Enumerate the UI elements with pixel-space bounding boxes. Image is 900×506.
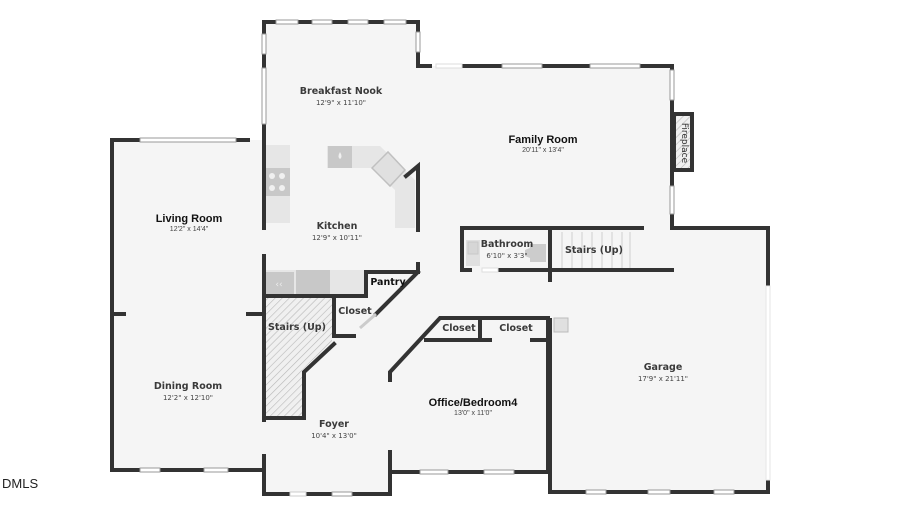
room-dimensions: 17'9" x 21'11"	[637, 375, 689, 383]
fireplace-label: Fireplace	[679, 122, 689, 164]
bathroom-fixtures	[466, 240, 546, 266]
room-label-breakfast-nook: Breakfast Nook 12'9" x 11'10"	[300, 86, 382, 108]
room-name: Family Room	[508, 134, 578, 146]
stairs-left-hatch	[264, 298, 332, 418]
kitchen-counters: ‹‹	[264, 145, 415, 294]
room-label-pantry: Pantry	[370, 277, 405, 289]
room-name: Foyer	[319, 419, 349, 430]
room-dimensions: 12'9" x 11'10"	[315, 99, 367, 107]
room-name: Closet	[442, 323, 476, 334]
garage-utility-box	[553, 317, 569, 333]
room-dimensions: 12'2" x 12'10"	[162, 394, 214, 402]
room-dimensions: 12'9" x 10'11"	[311, 234, 363, 242]
room-label-garage: Garage 17'9" x 21'11"	[638, 362, 688, 384]
room-label-dining-room: Dining Room 12'2" x 12'10"	[154, 381, 222, 403]
room-label-family-room: Family Room 20'11" x 13'4"	[508, 134, 577, 156]
room-name: Stairs (Up)	[565, 245, 623, 256]
room-label-bathroom: Bathroom 6'10" x 3'3"	[481, 239, 534, 261]
room-label-closet-a: Closet	[442, 323, 475, 335]
room-name: Kitchen	[316, 221, 358, 232]
room-dimensions: 12'2" x 14'4"	[169, 226, 209, 233]
room-dimensions: 13'0" x 11'0"	[454, 410, 492, 417]
room-dimensions: 6'10" x 3'3"	[486, 252, 528, 260]
room-name: Pantry	[370, 277, 406, 288]
room-name: Dining Room	[153, 381, 223, 392]
room-name: Stairs (Up)	[268, 322, 326, 333]
room-label-kitchen: Kitchen 12'9" x 10'11"	[312, 221, 362, 243]
svg-text:‹‹: ‹‹	[275, 280, 282, 290]
room-name: Breakfast Nook	[299, 86, 383, 97]
dmls-watermark: DMLS	[2, 476, 39, 491]
room-label-closet-foyer: Closet	[338, 306, 371, 318]
room-label-living-room: Living Room 12'2" x 14'4"	[156, 213, 223, 235]
room-label-stairs-right: Stairs (Up)	[565, 245, 623, 257]
room-label-stairs-left: Stairs (Up)	[268, 322, 326, 334]
stairs-right-treads	[561, 232, 631, 270]
room-name: Living Room	[155, 213, 223, 225]
room-name: Office/Bedroom4	[428, 397, 518, 409]
windows	[139, 19, 771, 497]
room-name: Closet	[338, 306, 372, 317]
room-label-office: Office/Bedroom4 13'0" x 11'0"	[429, 397, 518, 419]
room-dimensions: 10'4" x 13'0"	[311, 432, 357, 440]
room-label-foyer: Foyer 10'4" x 13'0"	[311, 419, 357, 441]
room-label-closet-b: Closet	[499, 323, 532, 335]
room-dimensions: 20'11" x 13'4"	[522, 147, 564, 154]
room-name: Bathroom	[480, 239, 534, 250]
room-name: Closet	[499, 323, 533, 334]
room-name: Garage	[643, 362, 683, 373]
